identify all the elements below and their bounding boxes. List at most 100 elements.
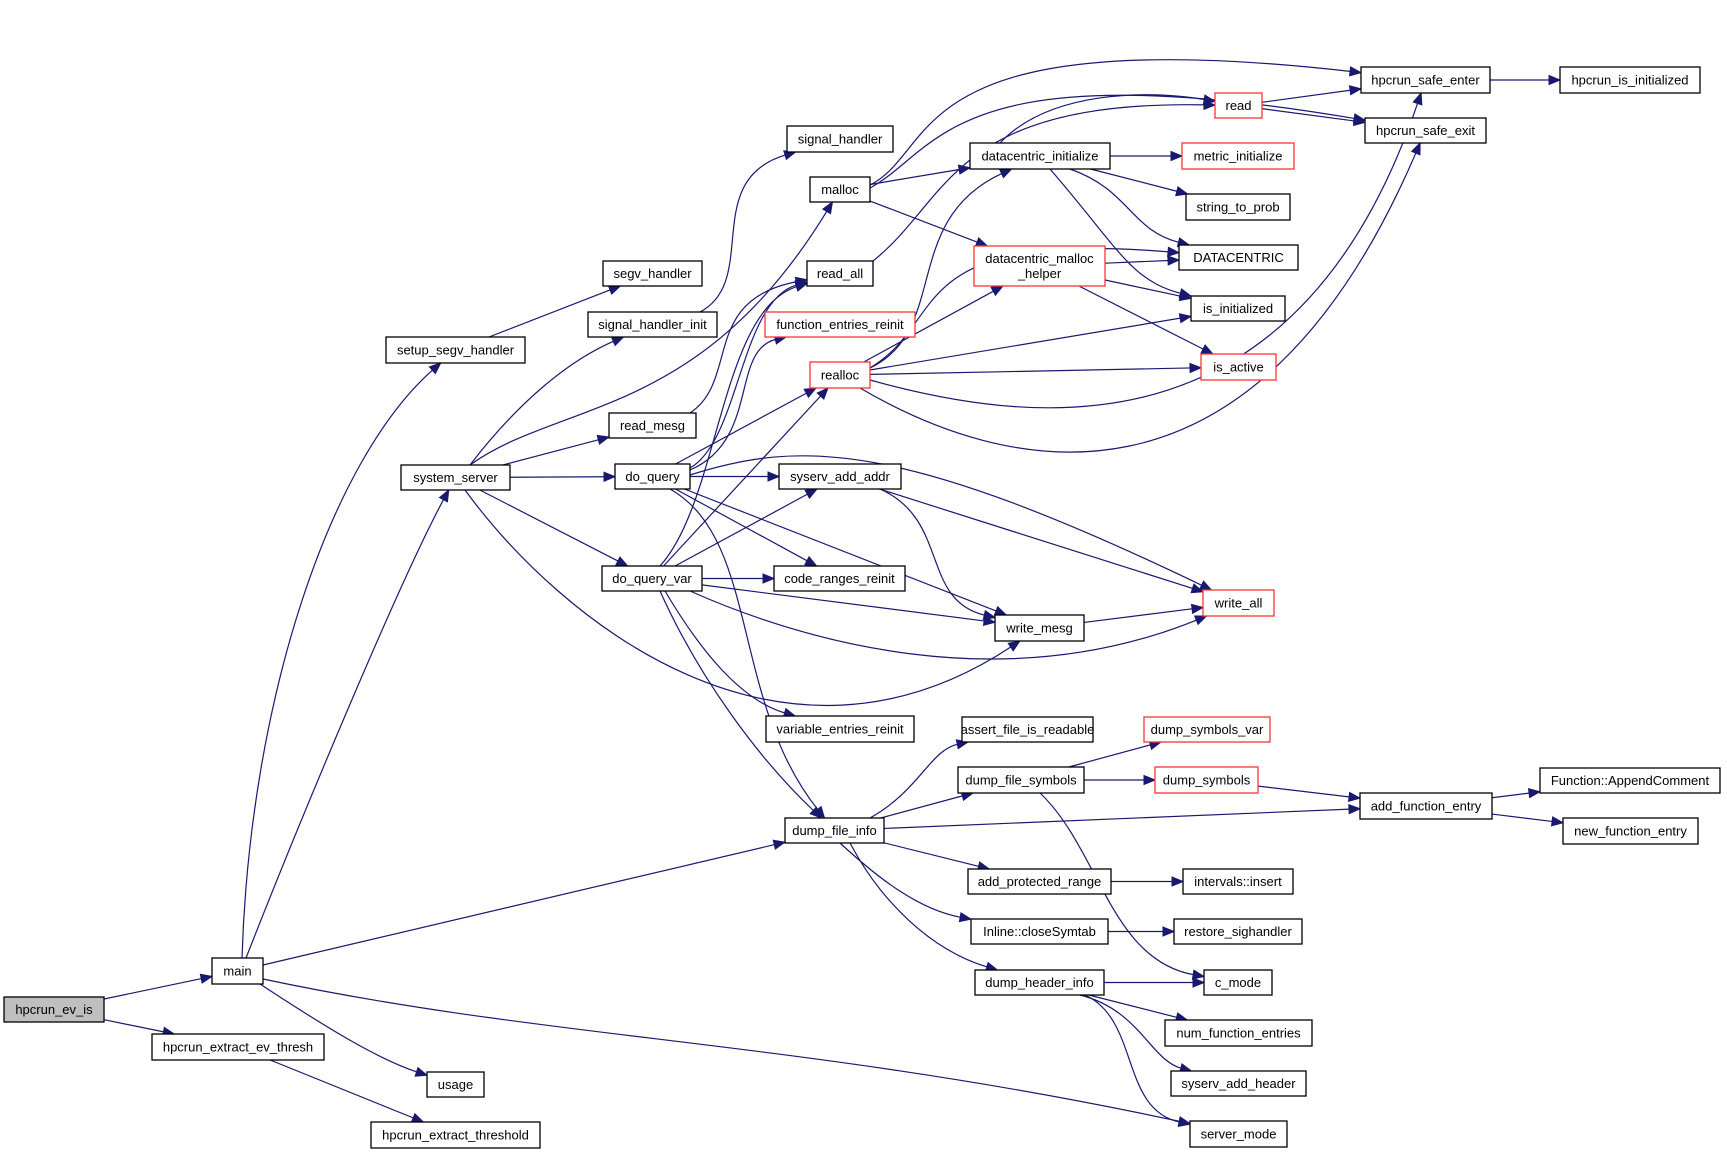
node-inline-closesymtab[interactable]: Inline::closeSymtab xyxy=(970,918,1109,945)
node-box[interactable] xyxy=(1360,66,1491,94)
node-box[interactable] xyxy=(587,311,718,338)
node-box[interactable] xyxy=(370,1121,541,1149)
node-setup-segv-handler[interactable]: setup_segv_handler xyxy=(385,336,526,364)
node-box[interactable] xyxy=(1200,353,1277,381)
node-box[interactable] xyxy=(1203,969,1273,996)
node-segv-handler[interactable]: segv_handler xyxy=(602,260,703,287)
node-box[interactable] xyxy=(614,463,691,490)
node-box[interactable] xyxy=(961,716,1094,743)
node-num-function-entries[interactable]: num_function_entries xyxy=(1164,1019,1313,1047)
node-box[interactable] xyxy=(1562,817,1699,845)
node-write-mesg[interactable]: write_mesg xyxy=(994,614,1085,642)
node-box[interactable] xyxy=(1181,142,1295,170)
node-hpcrun-safe-enter[interactable]: hpcrun_safe_enter xyxy=(1360,66,1491,94)
node-box[interactable] xyxy=(773,565,906,592)
node-box[interactable] xyxy=(426,1071,485,1098)
node-box[interactable] xyxy=(970,918,1109,945)
node-box[interactable] xyxy=(602,260,703,287)
node-hpcrun-extract-ev-thresh[interactable]: hpcrun_extract_ev_thresh xyxy=(151,1033,325,1061)
node-box[interactable] xyxy=(967,868,1112,895)
node-datacentric[interactable]: DATACENTRIC xyxy=(1178,244,1299,271)
node-main[interactable]: main xyxy=(211,957,264,985)
node-box[interactable] xyxy=(608,412,697,439)
node-metric-initialize[interactable]: metric_initialize xyxy=(1181,142,1295,170)
node-add-protected-range[interactable]: add_protected_range xyxy=(967,868,1112,895)
node-server-mode[interactable]: server_mode xyxy=(1189,1120,1288,1148)
node-box[interactable] xyxy=(400,464,511,491)
node-new-function-entry[interactable]: new_function_entry xyxy=(1562,817,1699,845)
node-box[interactable] xyxy=(385,336,526,364)
node-box[interactable] xyxy=(969,142,1111,170)
node-box[interactable] xyxy=(778,463,902,490)
node-string-to-prob[interactable]: string_to_prob xyxy=(1185,193,1291,221)
node-box[interactable] xyxy=(994,614,1085,642)
node-box[interactable] xyxy=(784,817,885,844)
node-box[interactable] xyxy=(1214,92,1263,119)
node-is-active[interactable]: is_active xyxy=(1200,353,1277,381)
node-signal-handler-init[interactable]: signal_handler_init xyxy=(587,311,718,338)
node-assert-file-is-readable[interactable]: assert_file_is_readable xyxy=(961,716,1095,743)
node-box[interactable] xyxy=(1559,66,1701,94)
node-box[interactable] xyxy=(1164,1019,1313,1047)
node-datacentric-initialize[interactable]: datacentric_initialize xyxy=(969,142,1111,170)
node-hpcrun-extract-threshold[interactable]: hpcrun_extract_threshold xyxy=(370,1121,541,1149)
node-box[interactable] xyxy=(1189,1120,1288,1148)
node-do-query[interactable]: do_query xyxy=(614,463,691,490)
node-function-appendcomment[interactable]: Function::AppendComment xyxy=(1539,767,1721,794)
node-box[interactable] xyxy=(957,766,1085,794)
node-signal-handler[interactable]: signal_handler xyxy=(786,125,894,153)
node-box[interactable] xyxy=(1173,918,1303,945)
node-box[interactable] xyxy=(1190,295,1286,322)
node-dump-file-info[interactable]: dump_file_info xyxy=(784,817,885,844)
node-box[interactable] xyxy=(973,245,1106,287)
node-syserv-add-header[interactable]: syserv_add_header xyxy=(1170,1070,1307,1097)
node-system-server[interactable]: system_server xyxy=(400,464,511,491)
node-box[interactable] xyxy=(806,260,874,287)
node-hpcrun-ev-is[interactable]: hpcrun_ev_is xyxy=(3,996,105,1023)
node-intervals-insert[interactable]: intervals::insert xyxy=(1182,868,1294,895)
node-box[interactable] xyxy=(1539,767,1721,794)
node-dump-file-symbols[interactable]: dump_file_symbols xyxy=(957,766,1085,794)
node-malloc[interactable]: malloc xyxy=(809,176,871,203)
node-box[interactable] xyxy=(809,176,871,203)
node-dump-header-info[interactable]: dump_header_info xyxy=(974,969,1105,996)
node-box[interactable] xyxy=(1143,716,1271,743)
node-restore-sighandler[interactable]: restore_sighandler xyxy=(1173,918,1303,945)
node-function-entries-reinit[interactable]: function_entries_reinit xyxy=(764,311,916,338)
node-box[interactable] xyxy=(809,361,871,389)
node-variable-entries-reinit[interactable]: variable_entries_reinit xyxy=(765,715,915,743)
node-write-all[interactable]: write_all xyxy=(1202,589,1275,617)
node-box[interactable] xyxy=(1364,117,1487,144)
node-box[interactable] xyxy=(765,715,915,743)
node-box[interactable] xyxy=(601,565,703,592)
node-box[interactable] xyxy=(1154,766,1259,794)
node-do-query-var[interactable]: do_query_var xyxy=(601,565,703,592)
node-hpcrun-is-initialized[interactable]: hpcrun_is_initialized xyxy=(1559,66,1701,94)
node-read-mesg[interactable]: read_mesg xyxy=(608,412,697,439)
node-box[interactable] xyxy=(3,996,105,1023)
node-box[interactable] xyxy=(1359,792,1493,820)
node-box[interactable] xyxy=(974,969,1105,996)
node-box[interactable] xyxy=(211,957,264,985)
node-box[interactable] xyxy=(151,1033,325,1061)
node-box[interactable] xyxy=(1202,589,1275,617)
node-code-ranges-reinit[interactable]: code_ranges_reinit xyxy=(773,565,906,592)
node-box[interactable] xyxy=(1170,1070,1307,1097)
node-is-initialized[interactable]: is_initialized xyxy=(1190,295,1286,322)
node-syserv-add-addr[interactable]: syserv_add_addr xyxy=(778,463,902,490)
node-read[interactable]: read xyxy=(1214,92,1263,119)
node-dump-symbols-var[interactable]: dump_symbols_var xyxy=(1143,716,1271,743)
node-hpcrun-safe-exit[interactable]: hpcrun_safe_exit xyxy=(1364,117,1487,144)
node-box[interactable] xyxy=(1185,193,1291,221)
node-box[interactable] xyxy=(1182,868,1294,895)
node-box[interactable] xyxy=(764,311,916,338)
node-datacentric-malloc-helper[interactable]: datacentric_malloc_helper xyxy=(973,245,1106,287)
node-c-mode[interactable]: c_mode xyxy=(1203,969,1273,996)
node-read-all[interactable]: read_all xyxy=(806,260,874,287)
node-dump-symbols[interactable]: dump_symbols xyxy=(1154,766,1259,794)
node-box[interactable] xyxy=(786,125,894,153)
node-realloc[interactable]: realloc xyxy=(809,361,871,389)
node-usage[interactable]: usage xyxy=(426,1071,485,1098)
node-add-function-entry[interactable]: add_function_entry xyxy=(1359,792,1493,820)
node-box[interactable] xyxy=(1178,244,1299,271)
